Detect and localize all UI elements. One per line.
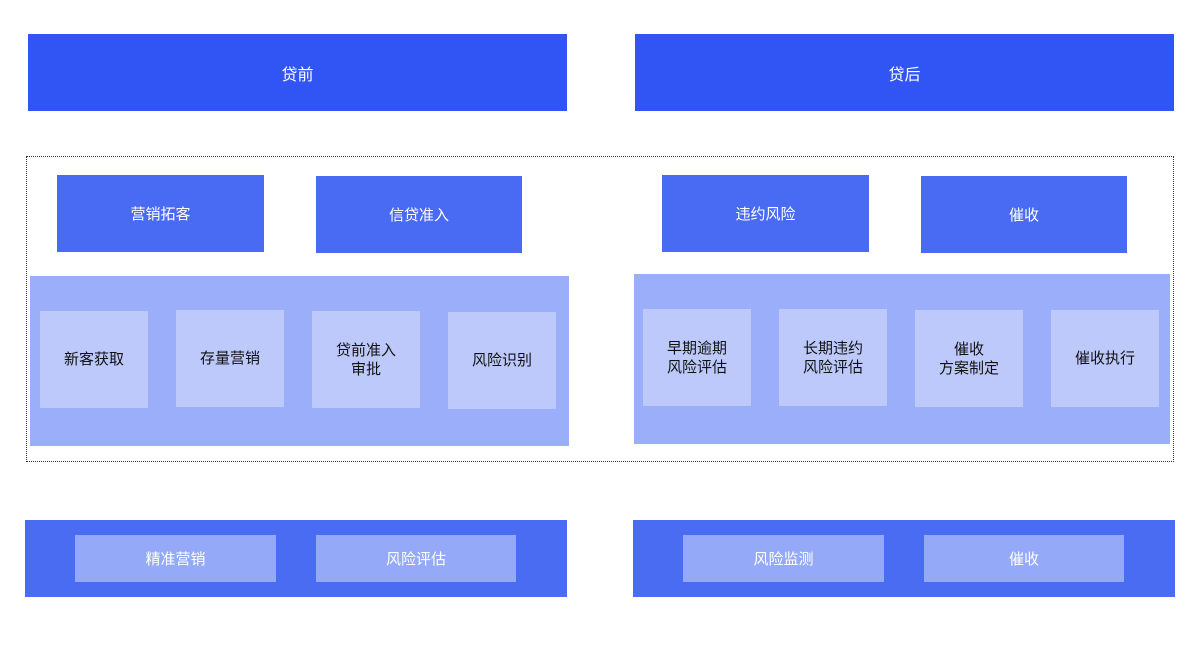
- category-marketing: 营销拓客: [57, 175, 264, 252]
- category-collection: 催收: [921, 176, 1127, 253]
- pre-loan-item: 新客获取: [40, 311, 148, 408]
- pre-loan-item: 存量营销: [176, 310, 284, 407]
- capability-pill: 风险监测: [683, 535, 884, 582]
- post-loan-item: 催收 方案制定: [915, 310, 1023, 407]
- post-loan-header: 贷后: [635, 34, 1174, 111]
- capability-pill: 催收: [924, 535, 1124, 582]
- pre-loan-item: 风险识别: [448, 312, 556, 409]
- post-loan-item: 长期违约 风险评估: [779, 309, 887, 406]
- pre-loan-header: 贷前: [28, 34, 567, 111]
- category-default-risk: 违约风险: [662, 175, 869, 252]
- process-container: [26, 156, 1174, 462]
- pre-loan-item: 贷前准入 审批: [312, 311, 420, 408]
- category-credit-access: 信贷准入: [316, 176, 522, 253]
- post-loan-item: 催收执行: [1051, 310, 1159, 407]
- capability-pill: 风险评估: [316, 535, 516, 582]
- capability-pill: 精准营销: [75, 535, 276, 582]
- post-loan-item: 早期逾期 风险评估: [643, 309, 751, 406]
